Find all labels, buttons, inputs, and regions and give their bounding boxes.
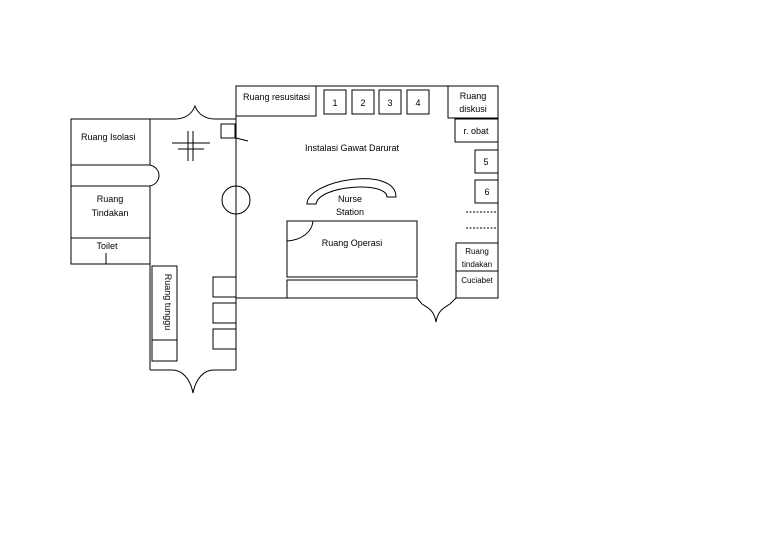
ruang-tindakan-label-1: Ruang bbox=[97, 194, 124, 204]
bed-1-label: 1 bbox=[332, 98, 337, 108]
bed-4-box bbox=[406, 89, 430, 115]
ruang-tindakan-right-label-2: tindakan bbox=[462, 260, 492, 269]
toilet-label: Toilet bbox=[96, 241, 118, 251]
ruang-operasi-room bbox=[286, 220, 418, 278]
nurse-station-desk bbox=[306, 178, 397, 205]
bed-2-box bbox=[351, 89, 375, 115]
bed-4-label: 4 bbox=[415, 98, 420, 108]
operasi-lower-box bbox=[286, 279, 418, 299]
small-door bbox=[235, 137, 249, 142]
bed-3-label: 3 bbox=[387, 98, 392, 108]
left-wing bbox=[70, 104, 251, 394]
nurse-station-label-2: Station bbox=[336, 207, 364, 217]
cuciabet-label: Cuciabet bbox=[461, 276, 493, 285]
locker-1 bbox=[212, 276, 237, 298]
bed-1-box bbox=[323, 89, 347, 115]
small-box bbox=[220, 123, 236, 139]
ruang-resusitasi-room bbox=[235, 85, 317, 117]
igd-title-label: Instalasi Gawat Darurat bbox=[305, 143, 400, 153]
ruang-tunggu-box bbox=[151, 339, 178, 362]
ruang-resusitasi-label: Ruang resusitasi bbox=[243, 92, 310, 102]
nurse-station-label-1: Nurse bbox=[338, 194, 362, 204]
ruang-isolasi-room bbox=[70, 118, 151, 166]
bed-2-label: 2 bbox=[360, 98, 365, 108]
bottom-door-arc bbox=[150, 369, 236, 394]
igd-main bbox=[235, 85, 499, 323]
ruang-tindakan-right-label-1: Ruang bbox=[465, 247, 489, 256]
locker-2 bbox=[212, 302, 237, 324]
bed-5-label: 5 bbox=[483, 157, 488, 167]
cuciabet-room bbox=[455, 270, 499, 299]
ruang-tunggu-label: Ruang tunggu bbox=[163, 274, 173, 331]
r-obat-label: r. obat bbox=[463, 126, 489, 136]
door-isolasi bbox=[149, 164, 160, 187]
bed-6-label: 6 bbox=[484, 187, 489, 197]
ruang-diskusi-label-2: diskusi bbox=[459, 104, 487, 114]
bed-3-box bbox=[378, 89, 402, 115]
ruang-operasi-label: Ruang Operasi bbox=[322, 238, 383, 248]
bottom-right-door-arc bbox=[416, 297, 457, 323]
toilet-room bbox=[70, 237, 151, 265]
ruang-diskusi-label-1: Ruang bbox=[460, 91, 487, 101]
ruang-tindakan-label-2: Tindakan bbox=[92, 208, 129, 218]
ruang-isolasi-label: Ruang Isolasi bbox=[81, 132, 136, 142]
operasi-door-arc bbox=[286, 220, 314, 242]
top-door-arc bbox=[150, 104, 236, 120]
locker-3 bbox=[212, 328, 237, 350]
